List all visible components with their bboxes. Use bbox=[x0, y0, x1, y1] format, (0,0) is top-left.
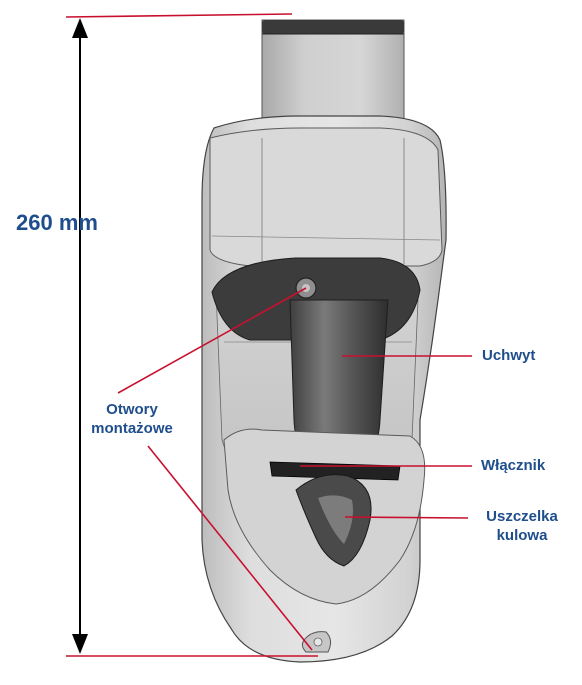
dimension-arrow-top bbox=[72, 18, 88, 38]
leader-ball-seal bbox=[344, 516, 469, 519]
dimension-label: 260 mm bbox=[16, 210, 98, 235]
leader-mounting-hole-bottom bbox=[147, 445, 313, 651]
ball-seal-label-line2: kulowa bbox=[496, 527, 548, 544]
leader-lines bbox=[117, 287, 472, 651]
ball-seal-label: Uszczelka kulowa bbox=[472, 507, 572, 545]
dimension-marker bbox=[65, 13, 318, 657]
top-cap bbox=[261, 19, 405, 127]
mounting-holes-label-line1: Otwory bbox=[106, 401, 158, 418]
switch-label: Włącznik bbox=[481, 457, 546, 474]
mounting-holes-label-line2: montażowe bbox=[91, 420, 173, 437]
ball-seal-label-line1: Uszczelka bbox=[486, 508, 558, 525]
leader-mounting-hole-top bbox=[117, 287, 307, 394]
dimension-top-line bbox=[65, 13, 293, 18]
handle-label: Uchwyt bbox=[482, 347, 536, 364]
mounting-holes-label: Otwory montażowe bbox=[72, 400, 192, 438]
dimension-arrow-bottom bbox=[72, 634, 88, 654]
